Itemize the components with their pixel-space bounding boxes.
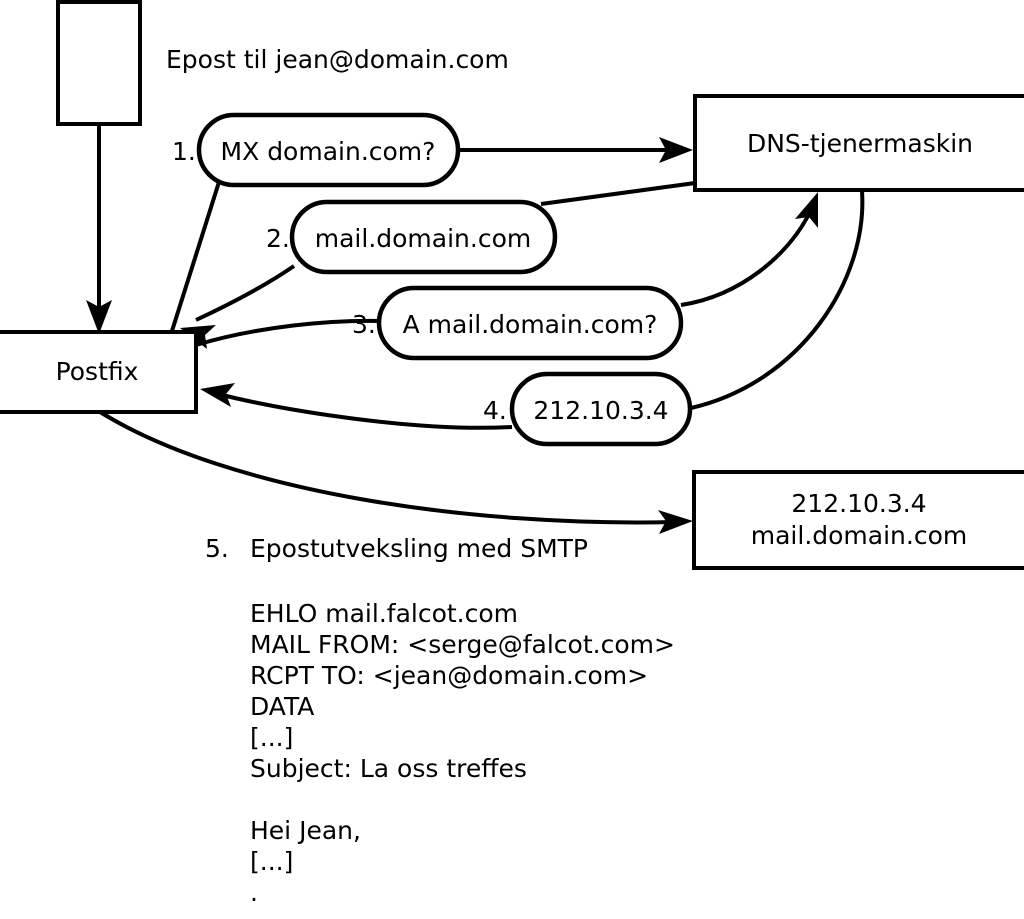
smtp-line: DATA xyxy=(250,692,314,721)
step-2-label: mail.domain.com xyxy=(315,224,531,253)
smtp-line: [...] xyxy=(250,723,293,752)
edge-step1-to-dns xyxy=(458,137,693,163)
step-2-pill[interactable] xyxy=(289,199,558,275)
edge-postfix-to-target xyxy=(98,410,693,534)
step-1[interactable]: 1. MX domain.com? xyxy=(172,112,461,188)
step-2-number: 2. xyxy=(266,224,290,253)
target-mailserver-host: mail.domain.com xyxy=(751,521,967,550)
postfix-node-label: Postfix xyxy=(56,357,139,386)
step-4[interactable]: 4. 212.10.3.4 xyxy=(483,371,693,447)
client-node[interactable] xyxy=(56,0,142,126)
step-4-label: 212.10.3.4 xyxy=(533,396,668,425)
edge-step3-to-dns xyxy=(680,192,818,307)
title-note: Epost til jean@domain.com xyxy=(166,45,509,74)
target-mailserver-ip: 212.10.3.4 xyxy=(791,489,926,518)
step-1-pill[interactable] xyxy=(196,112,461,188)
edge-postfix-to-step3 xyxy=(195,318,382,347)
step-3-pill[interactable] xyxy=(376,285,684,361)
step-3-number: 3. xyxy=(352,310,376,339)
smtp-transcript: EHLO mail.falcot.com MAIL FROM: <serge@f… xyxy=(250,599,675,907)
step-2[interactable]: 2. mail.domain.com xyxy=(266,199,558,275)
smtp-line: RCPT TO: <jean@domain.com> xyxy=(250,661,648,690)
dns-server-node[interactable]: DNS-tjenermaskin xyxy=(693,94,1024,192)
smtp-line: Hei Jean, xyxy=(250,816,361,845)
edge-client-to-postfix xyxy=(86,124,112,334)
step-1-number: 1. xyxy=(172,137,196,166)
edge-postfix-to-step1 xyxy=(170,181,221,332)
edge-dns-to-step4 xyxy=(690,190,865,410)
dns-server-node-label: DNS-tjenermaskin xyxy=(747,129,973,158)
step-5-label: Epostutveksling med SMTP xyxy=(250,534,588,563)
smtp-line: Subject: La oss treffes xyxy=(250,754,527,783)
step-4-pill[interactable] xyxy=(509,371,693,447)
smtp-line: EHLO mail.falcot.com xyxy=(250,599,518,628)
smtp-line: . xyxy=(250,878,258,907)
step-1-label: MX domain.com? xyxy=(221,137,436,166)
target-mailserver-node[interactable]: 212.10.3.4 mail.domain.com xyxy=(692,470,1024,570)
postfix-node[interactable]: Postfix xyxy=(0,330,198,414)
edge-step4-to-postfix xyxy=(200,383,513,430)
step-3-label: A mail.domain.com? xyxy=(403,310,658,339)
edge-dns-to-step2 xyxy=(540,181,696,206)
step-4-number: 4. xyxy=(483,396,507,425)
smtp-line: [...] xyxy=(250,847,293,876)
step-5-number: 5. xyxy=(205,534,229,563)
smtp-line: MAIL FROM: <serge@falcot.com> xyxy=(250,630,675,659)
step-3[interactable]: 3. A mail.domain.com? xyxy=(352,285,684,361)
